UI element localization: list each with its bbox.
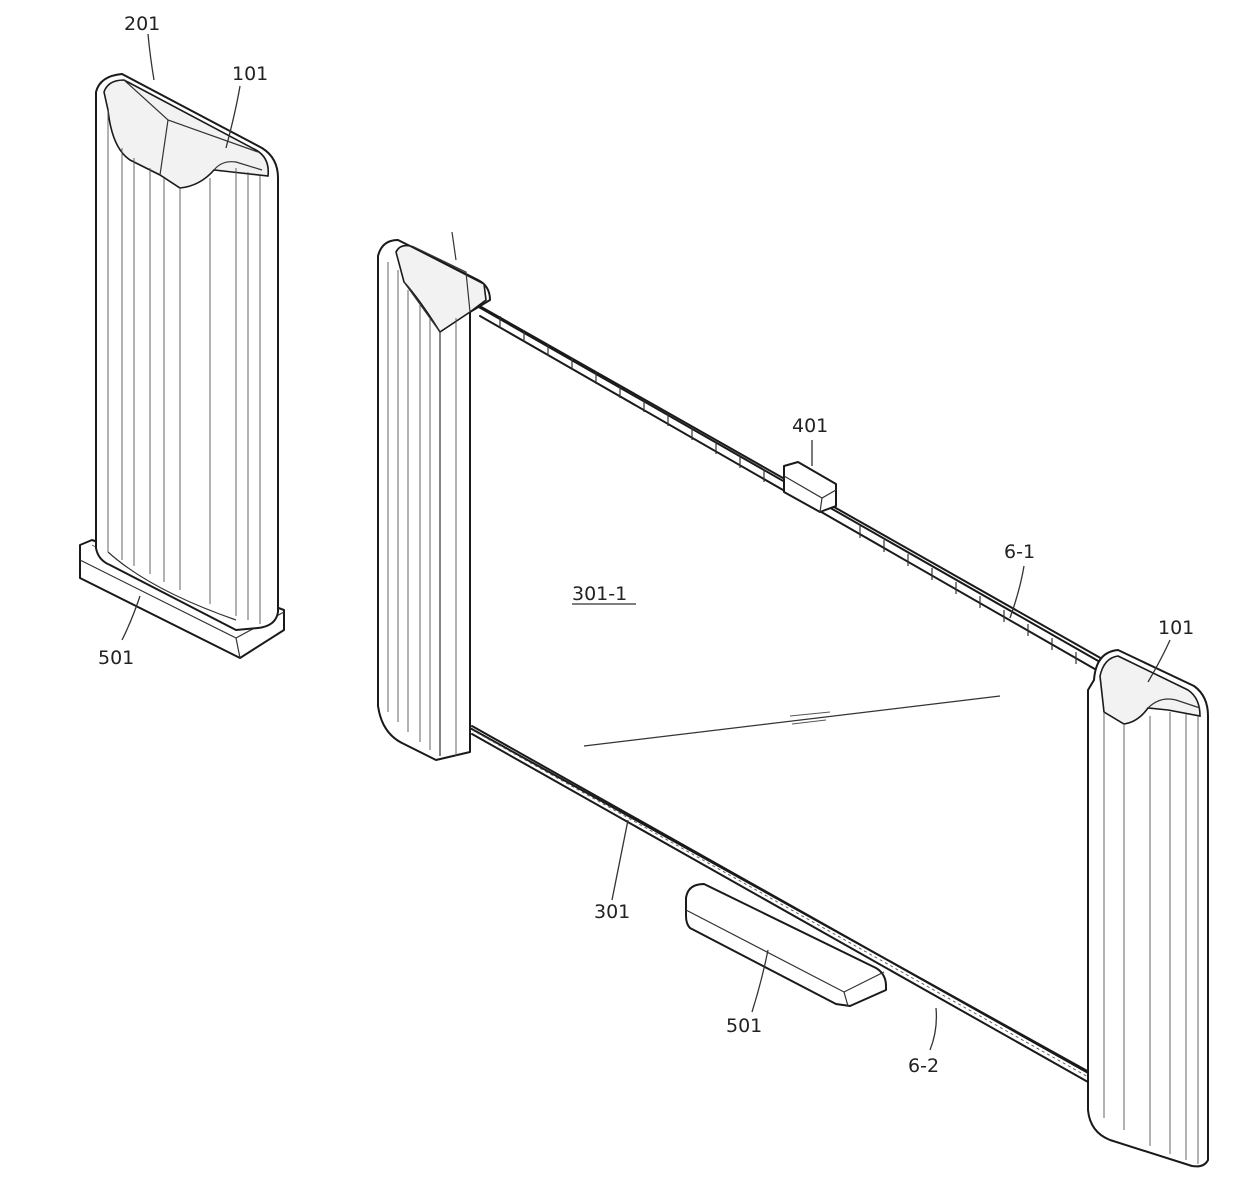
label-501-left: 501	[98, 647, 134, 669]
screen-reflection	[583, 695, 1001, 747]
label-201: 201	[124, 13, 160, 35]
leader-lines	[121, 33, 1171, 1051]
label-6-1: 6-1	[1004, 541, 1035, 563]
label-301-1: 301-1	[572, 583, 627, 605]
left-roller-housing	[377, 231, 491, 761]
left-housing-body	[95, 73, 279, 631]
label-301: 301	[594, 901, 630, 923]
reference-labels: 201 101 501 401 6-1 301-1 101 301 501 6-…	[98, 13, 1194, 1077]
top-guide-segments	[499, 316, 1077, 664]
right-roller-housing	[1087, 649, 1209, 1168]
top-bracket	[783, 461, 837, 513]
bottom-guide-rail	[471, 725, 1091, 1083]
left-housing-unit	[79, 73, 285, 659]
bottom-base-block	[685, 883, 887, 1007]
label-501-bottom: 501	[726, 1015, 762, 1037]
label-6-2: 6-2	[908, 1055, 939, 1077]
label-401: 401	[792, 415, 828, 437]
label-101-right: 101	[1158, 617, 1194, 639]
label-101-left: 101	[232, 63, 268, 85]
rollable-display-assembly	[377, 231, 1209, 1168]
